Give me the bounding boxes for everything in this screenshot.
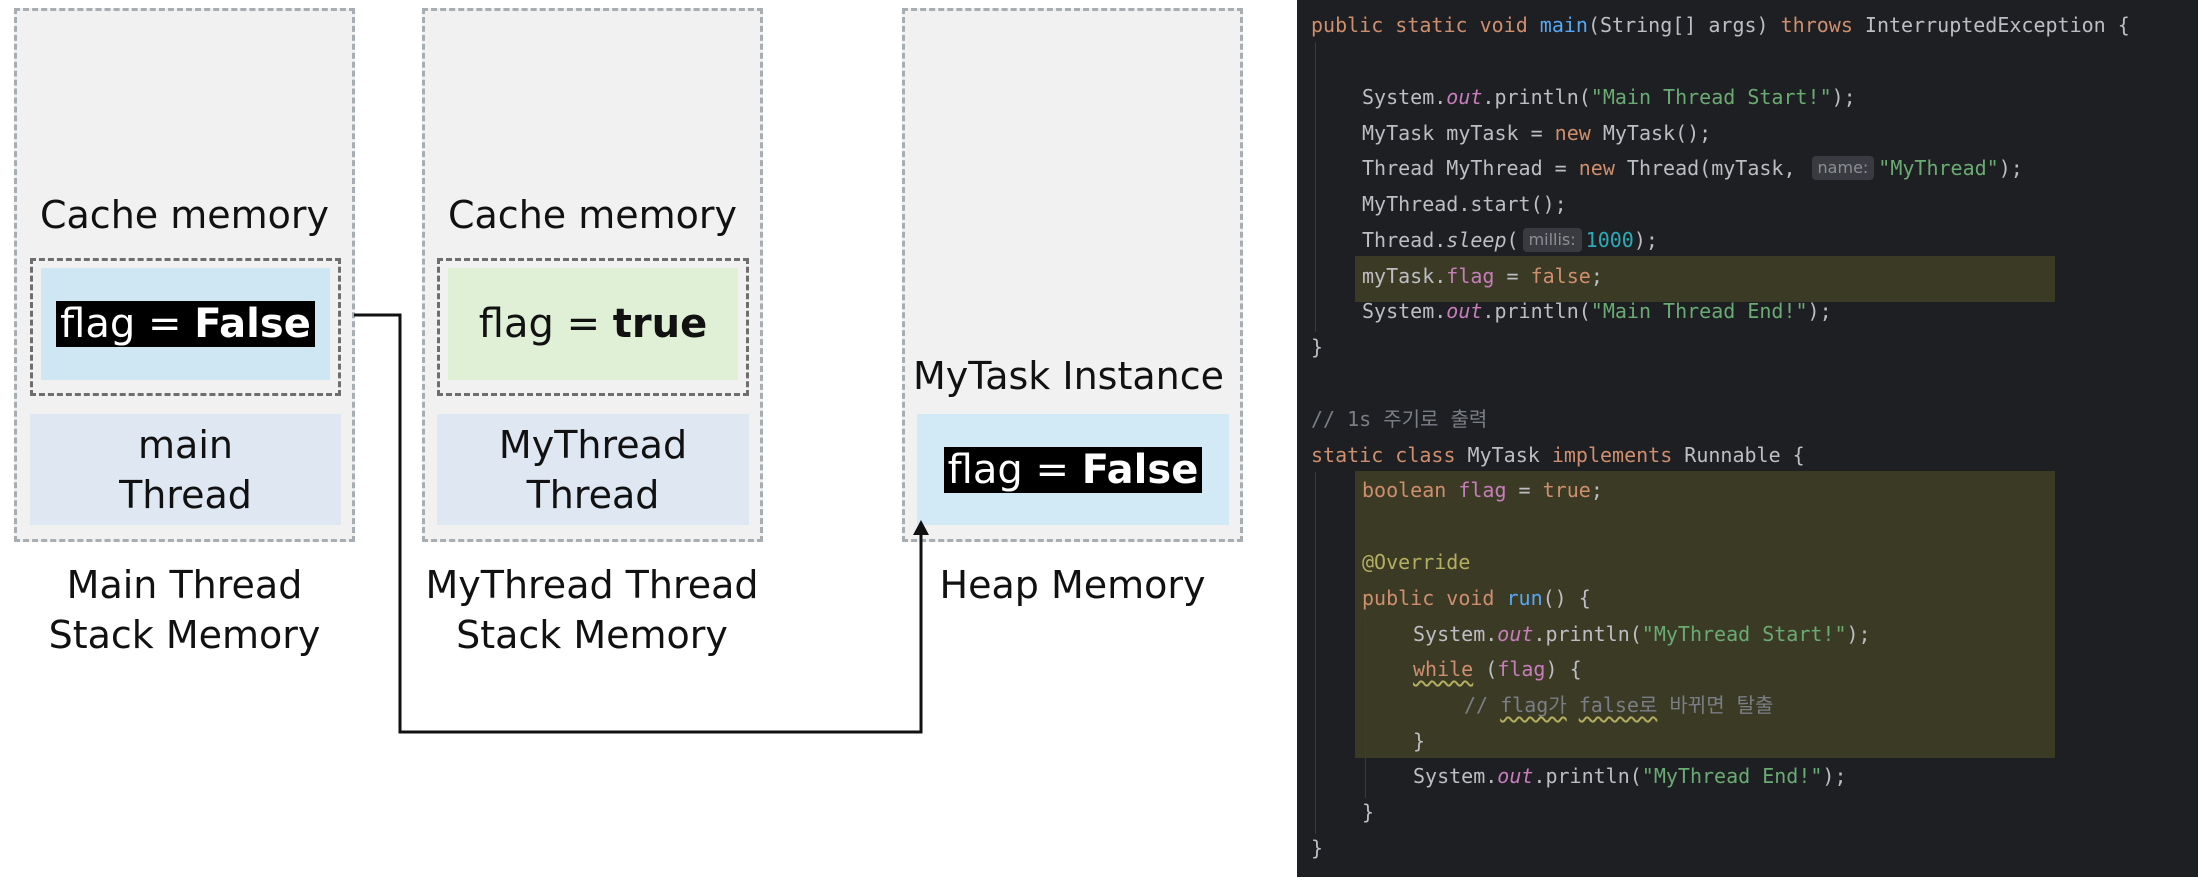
main-thread-stack-caption: Main Thread Stack Memory xyxy=(48,563,321,657)
code-line-14: boolean flag = true; xyxy=(1362,478,1603,502)
code-line-8: myTask.flag = false; xyxy=(1362,264,1603,288)
code-line-17: public void run() { xyxy=(1362,586,1591,610)
indent-guide xyxy=(1365,618,1366,798)
code-line-18: System.out.println("MyThread Start!"); xyxy=(1413,622,1871,646)
mythread-cache-flag-cell: flag = true xyxy=(448,268,738,380)
code-line-16: @Override xyxy=(1362,550,1471,574)
mythread-stack-caption: MyThread Thread Stack Memory xyxy=(425,563,759,657)
highlight-flag-assignment xyxy=(1355,256,2055,302)
code-line-10: } xyxy=(1311,335,1324,359)
code-line-21: } xyxy=(1413,729,1426,753)
cache-memory-title: Cache memory xyxy=(447,193,738,237)
code-line-20: // flag가 false로 바뀌면 탈출 xyxy=(1464,693,1774,717)
code-line-24: } xyxy=(1311,836,1324,860)
code-line-3: System.out.println("Main Thread Start!")… xyxy=(1362,85,1856,109)
code-line-22: System.out.println("MyThread End!"); xyxy=(1413,764,1847,788)
code-line-5: Thread MyThread = new Thread(myTask, nam… xyxy=(1362,156,2023,180)
mythread-stack-memory: Cache memory flag = true MyThread Thread xyxy=(422,8,763,542)
highlight-mytask-body xyxy=(1355,471,2055,758)
indent-guide xyxy=(1315,472,1316,834)
code-line-19: while (flag) { xyxy=(1413,657,1582,681)
indent-guide xyxy=(1315,42,1316,332)
cache-memory-title: Cache memory xyxy=(39,193,330,237)
heap-flag-cell: flag = False xyxy=(917,414,1229,525)
param-hint-millis: millis: xyxy=(1522,228,1582,252)
heap-flag-value: flag = False xyxy=(943,446,1203,493)
heap-memory-caption: Heap Memory xyxy=(939,563,1206,607)
code-line-23: } xyxy=(1362,800,1375,824)
code-line-4: MyTask myTask = new MyTask(); xyxy=(1362,121,1712,145)
heap-memory: MyTask Instance flag = False xyxy=(902,8,1243,542)
code-line-12: // 1s 주기로 출력 xyxy=(1311,407,1488,431)
code-editor-panel: public static void main(String[] args) t… xyxy=(1297,0,2198,877)
param-hint-name: name: xyxy=(1811,156,1875,180)
main-thread-stack-memory: Cache memory flag = False main Thread xyxy=(14,8,355,542)
mytask-instance-title: MyTask Instance xyxy=(913,354,1224,398)
code-line-13: static class MyTask implements Runnable … xyxy=(1311,443,1805,467)
mythread-thread-cell: MyThread Thread xyxy=(437,414,749,525)
mythread-cache-flag-value: flag = true xyxy=(478,301,708,347)
cache-memory-box xyxy=(30,258,341,396)
code-line-6: MyThread.start(); xyxy=(1362,192,1567,216)
code-line-1: public static void main(String[] args) t… xyxy=(1311,13,2130,37)
code-line-7: Thread.sleep(millis:1000); xyxy=(1362,228,1658,252)
code-line-9: System.out.println("Main Thread End!"); xyxy=(1362,299,1832,323)
main-cache-flag-value: flag = False xyxy=(56,301,315,347)
main-thread-cell: main Thread xyxy=(30,414,341,525)
main-cache-flag-cell: flag = False xyxy=(41,268,330,380)
